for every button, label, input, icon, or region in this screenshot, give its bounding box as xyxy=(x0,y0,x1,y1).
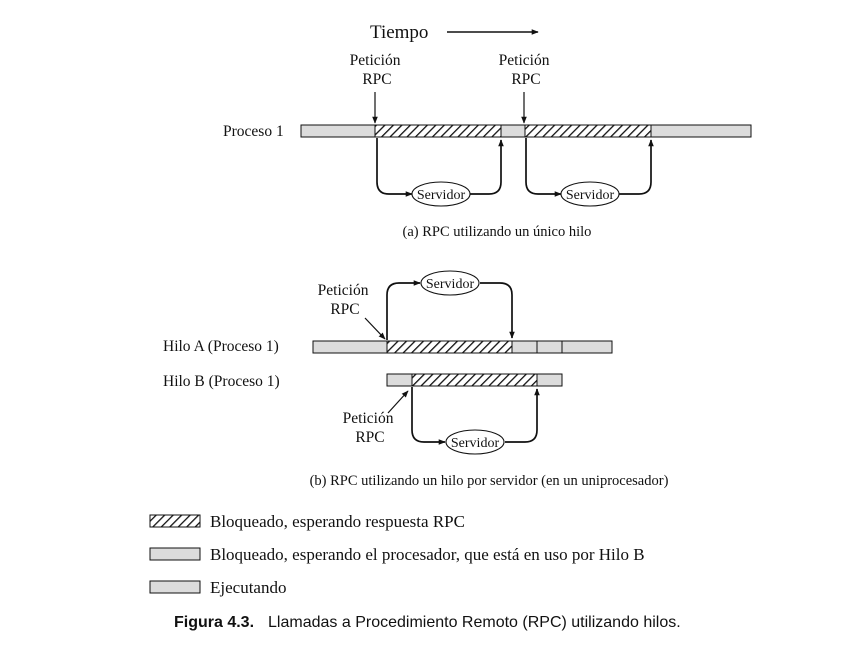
request-label-bb: Petición RPC xyxy=(343,410,398,446)
caption-a: (a) RPC utilizando un único hilo xyxy=(403,224,592,240)
server-call-arrow-ba xyxy=(386,280,421,340)
legend-label-running: Ejecutando xyxy=(210,578,286,597)
thread-a-label: Hilo A (Proceso 1) xyxy=(163,338,279,355)
process-running-1 xyxy=(300,124,376,138)
process-blocked-rpc-1 xyxy=(374,124,502,138)
process-blocked-rpc-2 xyxy=(524,124,652,138)
legend-label-blocked-rpc: Bloqueado, esperando respuesta RPC xyxy=(210,512,465,531)
server-return-arrow-a1 xyxy=(470,139,504,195)
legend: Bloqueado, esperando respuesta RPC Bloqu… xyxy=(149,512,645,597)
server-label-a2: Servidor xyxy=(566,188,615,203)
server-call-arrow-bb xyxy=(411,387,446,445)
part-a: Petición RPC Petición RPC Proceso 1 Serv… xyxy=(223,52,752,240)
request-label-ba: Petición RPC xyxy=(318,282,373,318)
request-label-a1: Petición RPC xyxy=(350,52,405,88)
part-b: Petición RPC Servidor Hilo A (Proceso 1)… xyxy=(163,270,669,489)
thread-a-blocked-rpc xyxy=(386,340,513,354)
thread-b-running-1 xyxy=(386,373,413,387)
figure-caption-text: Llamadas a Procedimiento Remoto (RPC) ut… xyxy=(268,614,681,631)
server-node-a2 xyxy=(560,181,620,207)
thread-b-blocked-rpc xyxy=(411,373,538,387)
server-call-arrow-a1 xyxy=(376,138,413,197)
caption-b: (b) RPC utilizando un hilo por servidor … xyxy=(310,473,669,489)
figure-number: Figura 4.3. xyxy=(174,614,255,631)
server-node-ba xyxy=(420,270,480,296)
server-label-a1: Servidor xyxy=(417,188,466,203)
server-return-arrow-ba xyxy=(480,282,515,339)
legend-label-blocked-cpu: Bloqueado, esperando el procesador, que … xyxy=(210,545,645,564)
thread-a-running-3 xyxy=(561,340,613,354)
process-label: Proceso 1 xyxy=(223,123,284,140)
time-label: Tiempo xyxy=(370,22,428,43)
thread-a-running-2 xyxy=(511,340,538,354)
server-node-bb xyxy=(445,429,505,455)
thread-a-running-1 xyxy=(312,340,388,354)
server-return-arrow-bb xyxy=(505,388,540,443)
thread-b-running-2 xyxy=(536,373,563,387)
server-label-ba: Servidor xyxy=(426,277,475,292)
legend-swatch-blocked-cpu xyxy=(149,547,201,561)
figure-caption: Figura 4.3. Llamadas a Procedimiento Remo… xyxy=(174,614,814,632)
process-running-3 xyxy=(650,124,752,138)
request-label-a2: Petición RPC xyxy=(499,52,554,88)
legend-swatch-running xyxy=(149,580,201,594)
server-node-a1 xyxy=(411,181,471,207)
legend-swatch-blocked-rpc xyxy=(149,514,201,528)
server-return-arrow-a2 xyxy=(619,139,654,195)
process-running-2 xyxy=(500,124,526,138)
request-arrow-ba xyxy=(364,317,386,340)
server-call-arrow-a2 xyxy=(525,138,562,197)
thread-b-label: Hilo B (Proceso 1) xyxy=(163,373,280,390)
request-arrow-bb xyxy=(387,390,409,414)
thread-a-blocked-cpu xyxy=(536,340,563,354)
server-label-bb: Servidor xyxy=(451,436,500,451)
